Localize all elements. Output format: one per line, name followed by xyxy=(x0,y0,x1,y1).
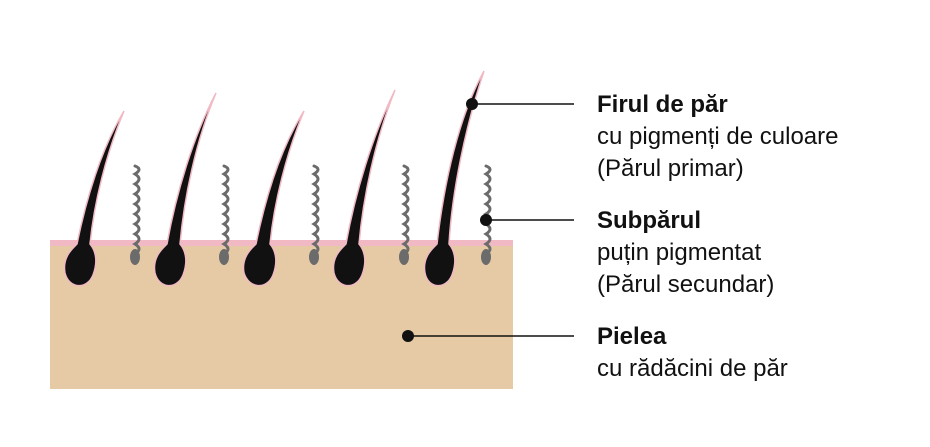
secondary-root-1 xyxy=(130,249,140,265)
primary-hair-group xyxy=(63,70,485,287)
primary-hair-1 xyxy=(63,110,125,287)
secondary-hair-3 xyxy=(311,164,320,256)
secondary-hair-group xyxy=(132,164,492,256)
primary-hair-5 xyxy=(423,70,485,287)
leader-dot-skin xyxy=(402,330,414,342)
label-subhair: Subpărul puțin pigmentat (Părul secundar… xyxy=(597,205,774,301)
secondary-root-5 xyxy=(481,249,491,265)
label-skin-title: Pielea xyxy=(597,323,667,350)
secondary-root-2 xyxy=(219,249,229,265)
skin-surface-edge xyxy=(50,240,513,246)
leader-dot-hair xyxy=(466,98,478,110)
leader-lines xyxy=(408,103,574,337)
label-hair-line2: (Părul primar) xyxy=(597,155,744,182)
label-subhair-line1: puțin pigmentat xyxy=(597,239,762,266)
secondary-hair-1 xyxy=(132,164,141,256)
secondary-hair-4 xyxy=(401,164,410,256)
leader-dots xyxy=(402,98,492,342)
primary-hair-3 xyxy=(242,110,305,287)
primary-hair-2 xyxy=(153,92,217,287)
label-hair: Firul de păr cu pigmenți de culoare (Păr… xyxy=(597,89,838,185)
primary-hair-4 xyxy=(332,89,396,287)
label-skin-line1: cu rădăcini de păr xyxy=(597,355,788,382)
label-subhair-title: Subpărul xyxy=(597,207,702,234)
leader-dot-subhair xyxy=(480,214,492,226)
secondary-hair-5 xyxy=(483,164,492,256)
secondary-root-4 xyxy=(399,249,409,265)
label-skin: Pielea cu rădăcini de păr xyxy=(597,321,788,385)
label-subhair-line2: (Părul secundar) xyxy=(597,271,775,298)
label-hair-line1: cu pigmenți de culoare xyxy=(597,123,839,150)
secondary-root-group xyxy=(130,249,491,265)
label-hair-title: Firul de păr xyxy=(597,91,728,118)
secondary-root-3 xyxy=(309,249,319,265)
secondary-hair-2 xyxy=(221,164,230,256)
